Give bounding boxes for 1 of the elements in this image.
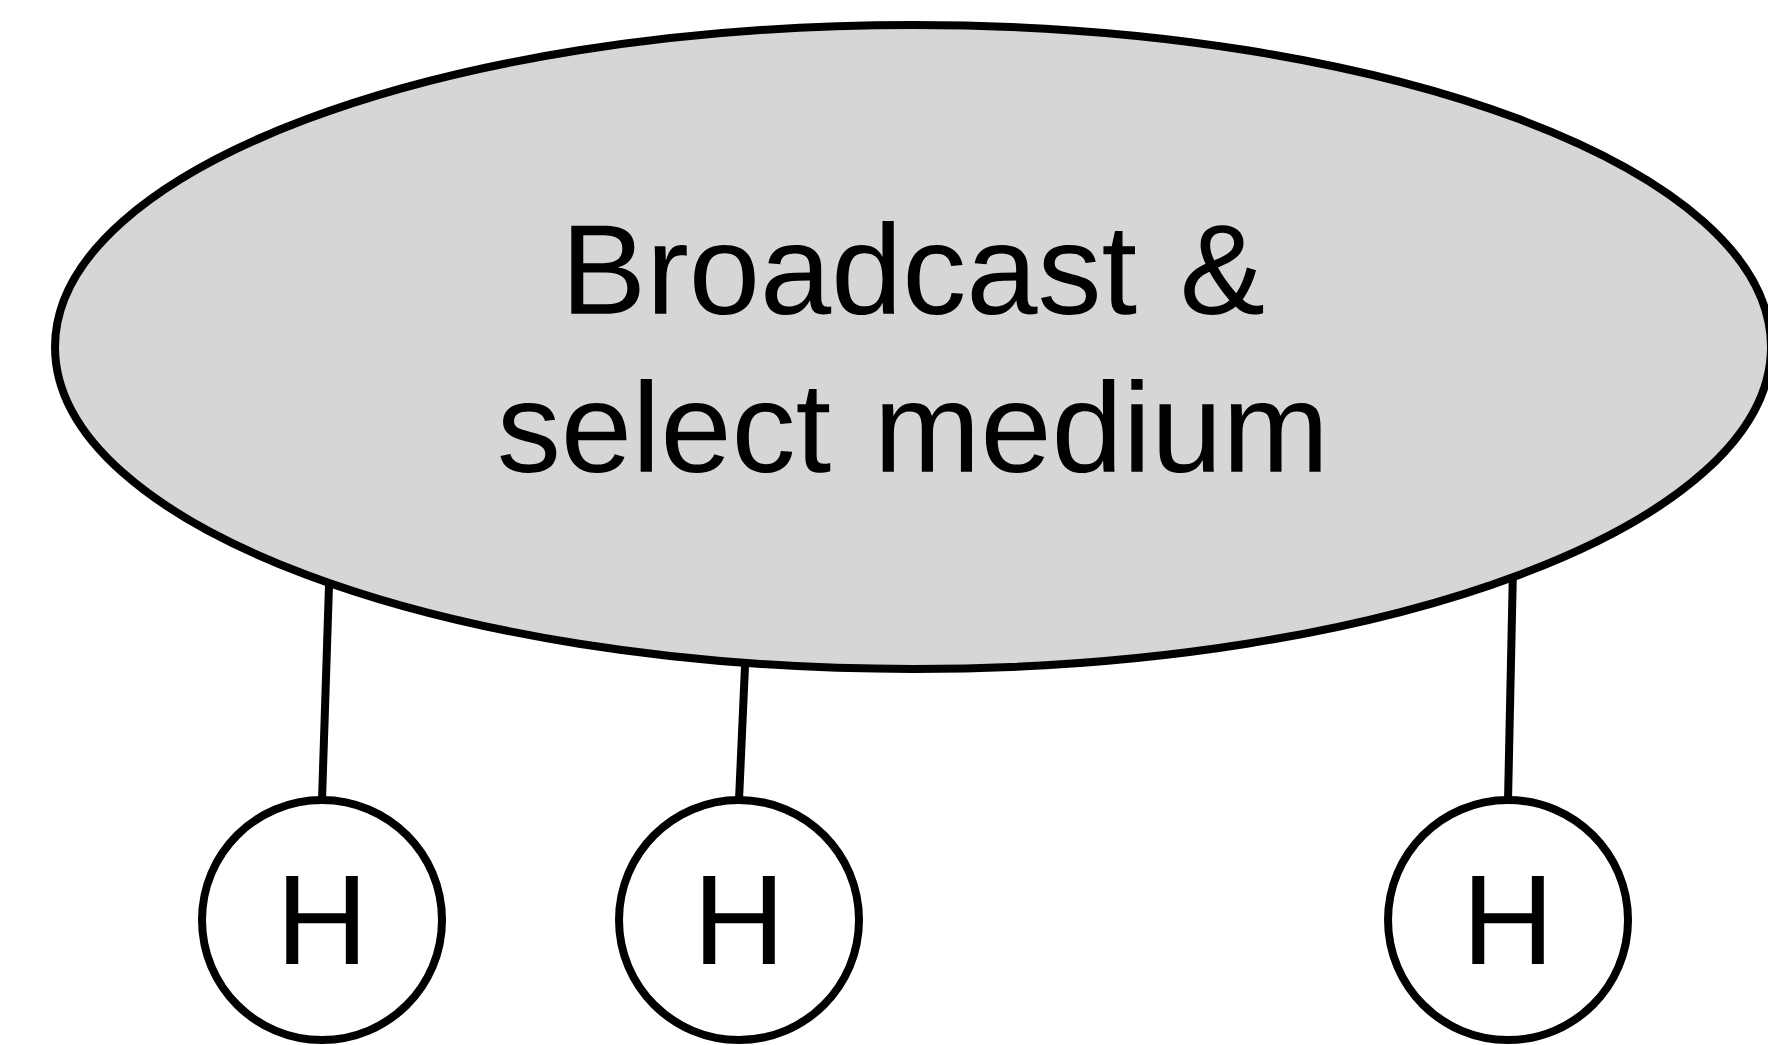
ellipse-node: Broadcast & select medium [51, 21, 1768, 673]
